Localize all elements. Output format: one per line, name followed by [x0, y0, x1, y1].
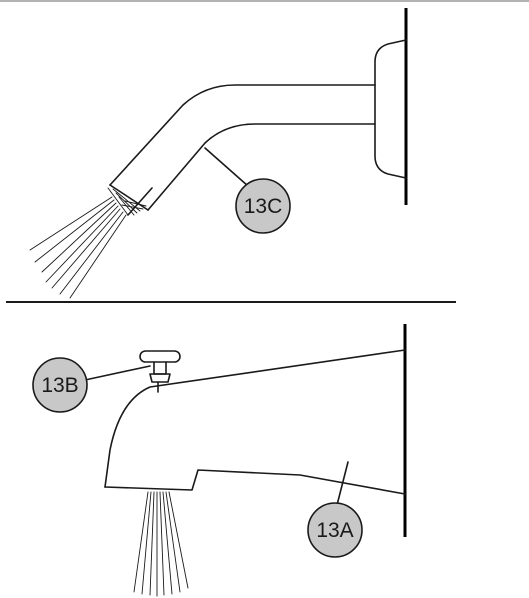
shower-arm-figure	[29, 8, 408, 299]
tub-water-stream	[133, 491, 189, 597]
diverter-leader	[84, 365, 151, 381]
callout-13b: 13B	[32, 357, 88, 413]
diverter-knob-cap	[139, 350, 181, 363]
shower-water-spray	[29, 196, 127, 299]
callout-13c-circle	[235, 178, 291, 234]
tub-spout-bottom-edge	[104, 469, 406, 495]
callout-13b-circle	[32, 357, 88, 413]
callout-13a: 13A	[307, 502, 363, 558]
callout-13b-label: 13B	[41, 374, 78, 397]
diverter-knob-stem	[153, 361, 167, 375]
shower-arm-leader	[204, 147, 249, 187]
shower-flange	[374, 39, 407, 179]
callout-13a-label: 13A	[316, 519, 353, 542]
callout-13c: 13C	[235, 178, 291, 234]
diverter-knob-base	[149, 373, 171, 383]
shower-nozzle-threads	[107, 184, 153, 216]
callout-13c-label: 13C	[244, 195, 283, 218]
diverter-knob	[139, 350, 181, 393]
tub-spout-top-edge	[104, 349, 406, 488]
tub-spout-figure	[84, 324, 407, 597]
shower-arm-upper-edge	[109, 84, 376, 186]
tub-spout-leader	[336, 461, 349, 506]
callout-13a-circle	[307, 502, 363, 558]
shower-arm-lower-edge	[147, 123, 376, 211]
